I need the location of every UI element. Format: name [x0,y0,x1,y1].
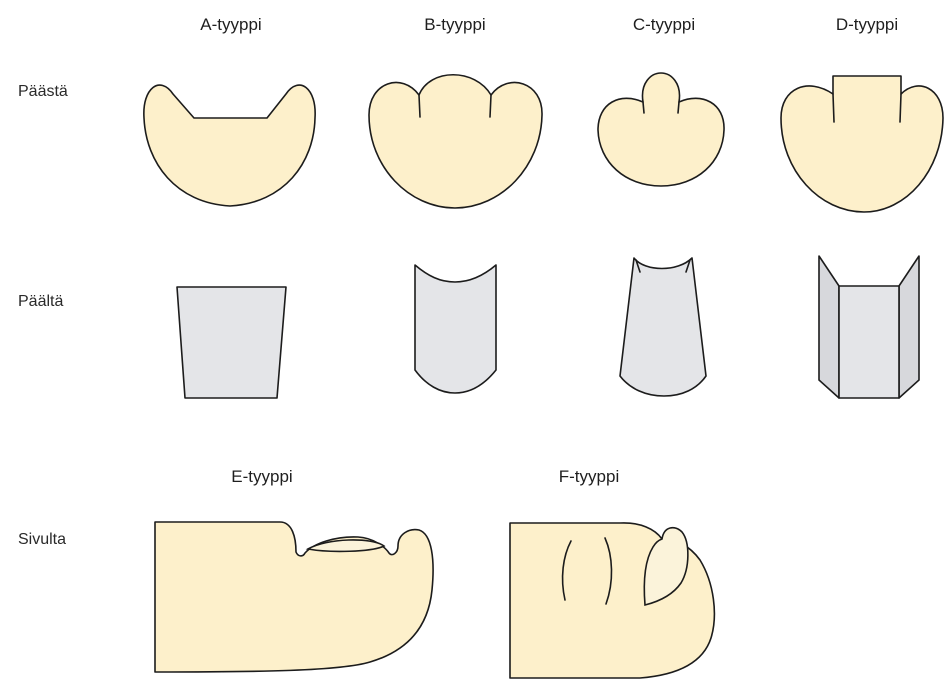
finger-side-e [155,522,433,672]
column-title-a: A-tyyppi [200,15,261,34]
nail-top-b [415,265,496,393]
row-label-front: Päästä [18,83,68,100]
nail-top-c [620,258,706,396]
column-title-f: F-tyyppi [559,467,619,486]
row-label-side: Sivulta [18,531,66,548]
column-title-c: C-tyyppi [633,15,695,34]
nail-top-a [177,287,286,398]
column-title-e: E-tyyppi [231,467,292,486]
nail-top-d [819,256,919,398]
finger-side-f [510,523,714,678]
nail-front-c [598,73,724,186]
nail-front-a [144,85,315,206]
column-title-d: D-tyyppi [836,15,898,34]
column-title-b: B-tyyppi [424,15,485,34]
nail-front-b [369,75,542,208]
nail-front-d [781,76,943,212]
row-label-top: Päältä [18,293,63,310]
nail-side-e [308,540,384,551]
